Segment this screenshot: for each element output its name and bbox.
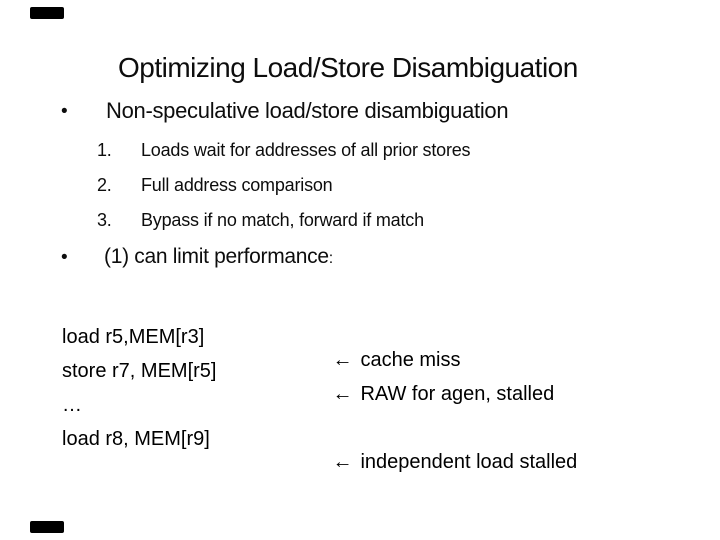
comment-text: cache miss <box>360 349 461 371</box>
code-comment: ← independent load stalled <box>288 428 577 497</box>
code-block: load r5,MEM[r3] ← cache miss store r7, ME… <box>62 326 662 473</box>
comment-text: RAW for agen, stalled <box>360 383 555 405</box>
code-line: load r8, MEM[r9] ← independent load stall… <box>62 428 662 473</box>
list-item-number: 2. <box>97 175 112 195</box>
instruction-text: store r7, MEM[r5] <box>62 360 217 382</box>
section2-heading-text: (1) can limit performance <box>104 245 329 268</box>
corner-mark-bottom-left <box>30 521 64 533</box>
bullet-icon: • <box>61 247 68 268</box>
section1-heading: Non-speculative load/store disambiguatio… <box>106 98 509 123</box>
corner-mark-top-left <box>30 7 64 19</box>
left-arrow-icon: ← <box>332 383 353 405</box>
section2-heading-colon: : <box>328 250 333 267</box>
code-line: store r7, MEM[r5] ← RAW for agen, stalled <box>62 360 662 405</box>
slide-title: Optimizing Load/Store Disambiguation <box>118 52 578 83</box>
code-line: load r5,MEM[r3] ← cache miss <box>62 326 662 371</box>
left-arrow-icon: ← <box>332 349 353 371</box>
left-arrow-icon: ← <box>332 451 353 473</box>
code-comment: ← RAW for agen, stalled <box>288 360 554 429</box>
section2-heading: (1) can limit performance: <box>104 245 333 269</box>
code-line: … <box>62 394 662 428</box>
bullet-icon: • <box>61 101 68 122</box>
instruction-text: … <box>62 394 82 416</box>
list-item-text: Loads wait for addresses of all prior st… <box>141 140 471 160</box>
instruction-text: load r8, MEM[r9] <box>62 428 210 450</box>
comment-text: independent load stalled <box>360 451 578 473</box>
list-item-text: Bypass if no match, forward if match <box>141 210 424 230</box>
list-item-text: Full address comparison <box>141 175 333 195</box>
code-comment: ← cache miss <box>288 326 460 395</box>
instruction-text: load r5,MEM[r3] <box>62 326 205 348</box>
list-item-number: 1. <box>97 140 112 160</box>
list-item-number: 3. <box>97 210 112 230</box>
